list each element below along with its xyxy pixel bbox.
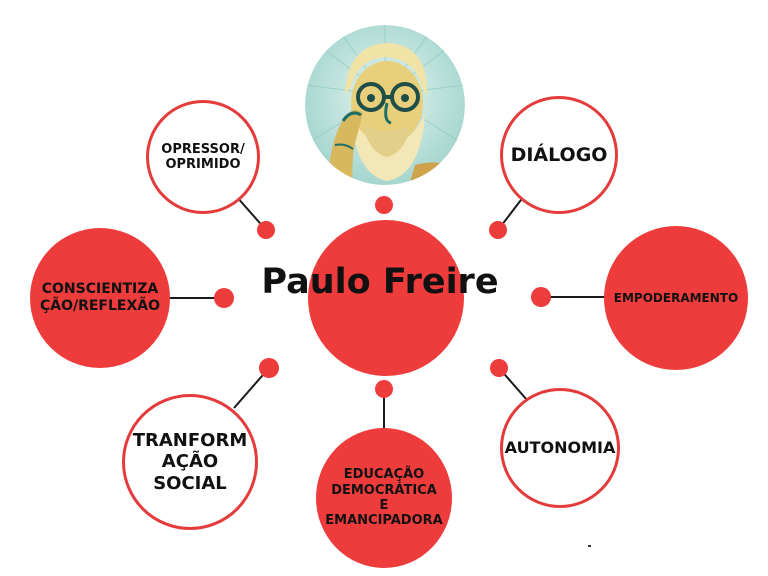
concept-label-opressor: OPRESSOR/ OPRIMIDO (161, 141, 245, 172)
concept-label-autonomia: AUTONOMIA (504, 437, 616, 457)
concept-label-transformacao: TRANFORM AÇÃO SOCIAL (132, 430, 248, 494)
concept-transformacao-social: TRANFORM AÇÃO SOCIAL (122, 394, 258, 530)
connector-dot-top (375, 196, 393, 214)
concept-label-conscientizacao: CONSCIENTIZA ÇÃO/REFLEXÃO (39, 281, 161, 314)
connector-dot-conscientizacao (214, 288, 234, 308)
connector-dot-transformacao (259, 358, 279, 378)
center-node (308, 220, 464, 376)
concept-conscientizacao-reflexao: CONSCIENTIZA ÇÃO/REFLEXÃO (30, 228, 170, 368)
center-title: Paulo Freire (261, 262, 499, 302)
concept-opressor-oprimido: OPRESSOR/ OPRIMIDO (146, 100, 260, 214)
concept-label-educacao: EDUCAÇÃO DEMOCRÁTICA E EMANCIPADORA (325, 467, 443, 529)
concept-label-empoderamento: EMPODERAMENTO (613, 290, 739, 305)
connector-dot-autonomia (490, 359, 508, 377)
concept-educacao-democratica-emancipadora: EDUCAÇÃO DEMOCRÁTICA E EMANCIPADORA (316, 428, 452, 568)
concept-label-dialogo: DIÁLOGO (510, 143, 608, 166)
concept-empoderamento: EMPODERAMENTO (604, 226, 748, 370)
concept-dialogo: DIÁLOGO (500, 96, 618, 214)
connector-dot-educacao (375, 380, 393, 398)
concept-autonomia: AUTONOMIA (500, 388, 620, 508)
connector-dot-empoderamento (531, 287, 551, 307)
paulo-freire-portrait-icon (305, 25, 465, 185)
portrait-drawing (305, 25, 465, 185)
connector-dot-dialogo (489, 221, 507, 239)
connector-dot-opressor (257, 221, 275, 239)
stray-mark (588, 545, 591, 547)
